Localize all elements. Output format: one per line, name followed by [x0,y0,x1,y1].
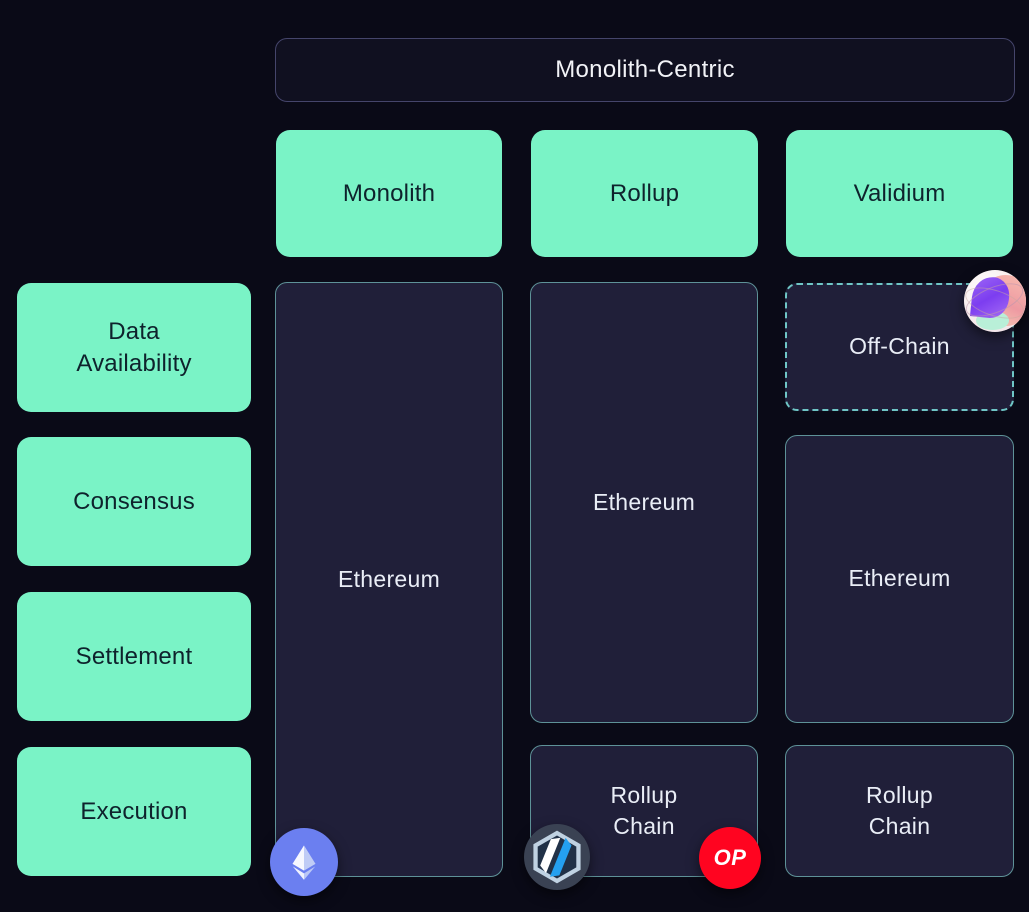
cell-monolith-ethereum: Ethereum [275,282,503,877]
cell-validium-off-chain-label: Off-Chain [849,333,950,360]
row-label-settlement-text: Settlement [75,642,193,670]
arbitrum-icon [524,824,590,890]
column-header-rollup-label: Rollup [609,179,680,207]
cell-validium-ethereum-label: Ethereum [848,565,951,592]
cell-validium-ethereum: Ethereum [785,435,1014,723]
column-header-monolith: Monolith [276,130,502,257]
diagram-title-label: Monolith-Centric [555,56,735,83]
row-label-settlement: Settlement [17,592,251,721]
cell-validium-rollup-chain-label: Rollup Chain [865,781,933,839]
diagram-title: Monolith-Centric [275,38,1015,102]
column-header-rollup: Rollup [531,130,758,257]
cell-validium-rollup-chain: Rollup Chain [785,745,1014,877]
ethereum-icon [270,828,338,896]
optimism-icon-label: OP [713,845,747,870]
cell-rollup-ethereum-label: Ethereum [592,488,696,515]
cell-rollup-rollup-chain-label: Rollup Chain [610,781,678,839]
column-header-monolith-label: Monolith [342,179,436,207]
row-label-data-availability: Data Availability [17,283,251,412]
row-label-execution: Execution [17,747,251,876]
orbit-orb-icon [964,270,1026,332]
column-header-validium: Validium [786,130,1013,257]
column-header-validium-label: Validium [853,179,946,207]
optimism-icon: OP [699,827,761,889]
cell-monolith-ethereum-label: Ethereum [337,565,441,592]
row-label-execution-text: Execution [80,797,188,825]
row-label-data-availability-text: Data Availability [76,318,192,377]
row-label-consensus-text: Consensus [73,487,195,515]
row-label-consensus: Consensus [17,437,251,566]
cell-rollup-ethereum: Ethereum [530,282,758,723]
